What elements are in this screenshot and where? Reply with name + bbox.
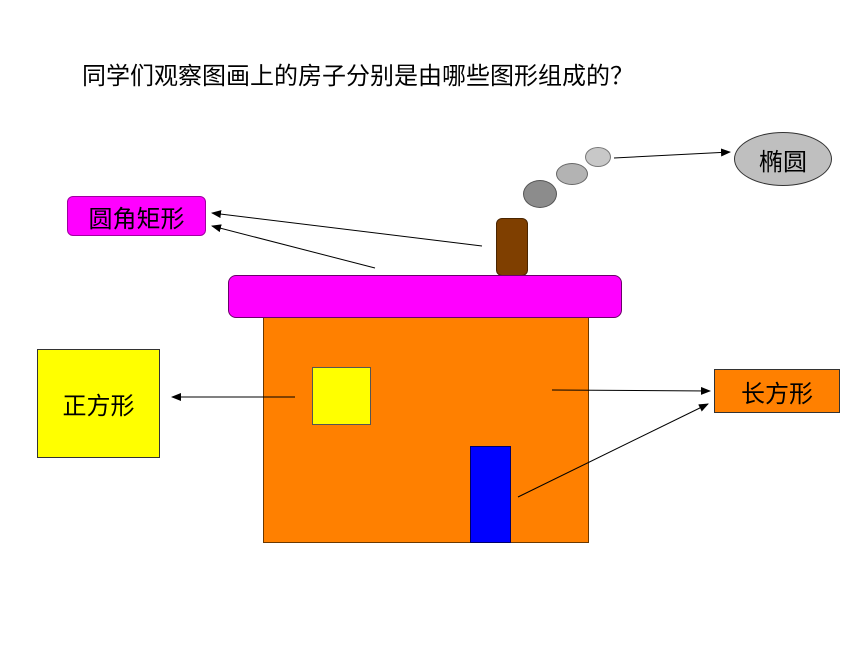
smoke-puff-large bbox=[523, 180, 557, 208]
arrow-smoke-to-ellipse bbox=[613, 148, 731, 159]
label-rectangle: 长方形 bbox=[714, 369, 840, 413]
label-square: 正方形 bbox=[37, 349, 160, 458]
smoke-puff-medium bbox=[556, 163, 588, 185]
house-window bbox=[312, 367, 371, 425]
arrow-roof-to-rounded-rect bbox=[211, 224, 376, 269]
label-ellipse: 椭圆 bbox=[734, 132, 832, 186]
house-wall bbox=[263, 316, 589, 543]
question-text: 同学们观察图画上的房子分别是由哪些图形组成的？ bbox=[82, 62, 634, 90]
house-roof bbox=[228, 275, 622, 318]
house-door bbox=[470, 446, 511, 543]
chimney bbox=[496, 218, 528, 276]
smoke-puff-small bbox=[585, 147, 611, 167]
label-rounded-rectangle: 圆角矩形 bbox=[67, 196, 206, 236]
arrow-chimney-to-rounded-rect bbox=[211, 210, 483, 247]
